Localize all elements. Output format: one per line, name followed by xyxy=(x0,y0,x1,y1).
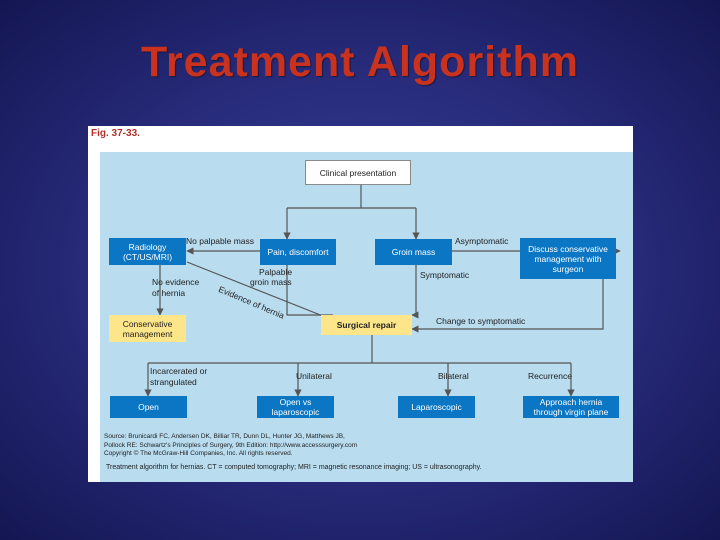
node-conservative-management: Conservative management xyxy=(109,315,186,342)
label-groin-mass: groin mass xyxy=(250,277,292,287)
source-line: Pollock RE: Schwartz's Principles of Sur… xyxy=(104,441,358,449)
label-no-evidence: No evidence xyxy=(152,277,200,287)
node-surgical-repair: Surgical repair xyxy=(321,315,412,335)
node-radiology: Radiology (CT/US/MRI) xyxy=(109,238,186,265)
label-no-palpable-mass: No palpable mass xyxy=(186,236,255,246)
label-incarcerated: Incarcerated or xyxy=(150,366,208,376)
slide-title: Treatment Algorithm xyxy=(141,38,579,86)
label-bilateral: Bilateral xyxy=(438,371,469,381)
figure: Fig. 37-33. xyxy=(88,126,633,482)
node-groin-mass: Groin mass xyxy=(375,239,452,265)
label-strangulated: strangulated xyxy=(150,377,197,387)
label-symptomatic: Symptomatic xyxy=(420,270,470,280)
node-open: Open xyxy=(110,396,187,418)
node-laparoscopic: Laparoscopic xyxy=(398,396,475,418)
node-open-vs-laparoscopic: Open vs laparoscopic xyxy=(257,396,334,418)
source-line: Source: Brunicardi FC, Andersen DK, Bill… xyxy=(104,433,345,440)
edge-palpable xyxy=(286,265,333,316)
edge-change xyxy=(411,279,604,333)
node-pain-discomfort: Pain, discomfort xyxy=(260,239,336,265)
figure-caption: Treatment algorithm for hernias. CT = co… xyxy=(106,464,482,471)
node-discuss-conservative: Discuss conservative management with sur… xyxy=(520,238,616,279)
label-recurrence: Recurrence xyxy=(528,371,572,381)
algorithm-panel: Clinical presentation Radiology (CT/US/M… xyxy=(100,152,633,482)
figure-label: Fig. 37-33. xyxy=(91,128,140,139)
node-approach-virgin-plane: Approach hernia through virgin plane xyxy=(523,396,619,418)
source-citation: Source: Brunicardi FC, Andersen DK, Bill… xyxy=(104,433,629,459)
label-of-hernia: of hernia xyxy=(152,288,186,298)
label-asymptomatic: Asymptomatic xyxy=(455,236,509,246)
edge-evidence xyxy=(186,261,334,321)
source-line: Copyright © The McGraw-Hill Companies, I… xyxy=(104,450,293,457)
flow-arrows xyxy=(144,185,621,397)
node-clinical-presentation: Clinical presentation xyxy=(305,160,411,185)
label-unilateral: Unilateral xyxy=(296,371,332,381)
label-palpable: Palpable xyxy=(259,267,293,277)
label-change-to-symptomatic: Change to symptomatic xyxy=(436,316,526,326)
